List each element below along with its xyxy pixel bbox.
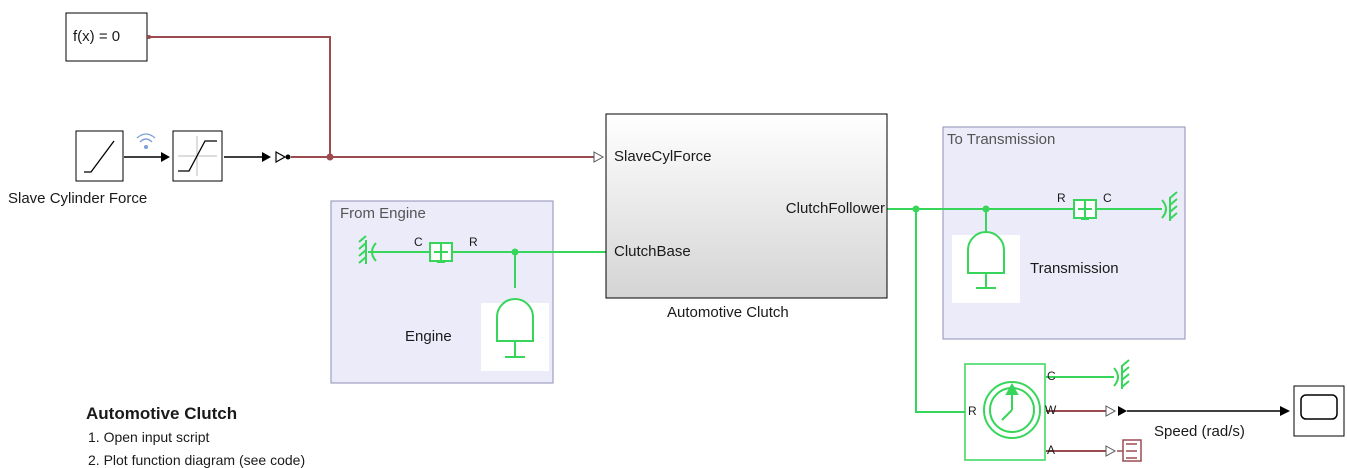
signal-arrow-2 xyxy=(262,152,271,162)
engine-label[interactable]: Engine xyxy=(405,328,452,345)
physical-junction xyxy=(326,153,334,161)
engine-spring-port-r: R xyxy=(469,235,478,249)
gauge-icon xyxy=(983,381,1041,439)
transmission-label[interactable]: Transmission xyxy=(1030,260,1119,277)
sensor-port-a: A xyxy=(1047,443,1056,457)
engine-inertia-icon[interactable] xyxy=(496,298,534,358)
engine-spring-port-c: C xyxy=(414,235,423,249)
engine-ground-icon[interactable] xyxy=(358,235,383,264)
transmission-junction xyxy=(982,205,990,213)
annotation-item-1: 1. Open input script xyxy=(88,429,210,445)
ps-converter-icon[interactable] xyxy=(275,150,287,164)
clutch-port-clutchfollower: ClutchFollower xyxy=(785,200,885,217)
slave-port-arrow xyxy=(593,151,605,163)
transmission-spring-port-c: C xyxy=(1103,191,1112,205)
sensor-port-r: R xyxy=(968,404,977,418)
ramp-icon xyxy=(84,140,115,173)
saturation-icon xyxy=(178,136,217,176)
sensor-ground-icon[interactable] xyxy=(1113,359,1130,389)
scope-screen-icon xyxy=(1300,394,1338,420)
transmission-ground-icon[interactable] xyxy=(1161,191,1178,221)
ps-converter-dot xyxy=(285,154,291,160)
slave-cylinder-label[interactable]: Slave Cylinder Force xyxy=(8,190,148,207)
from-engine-title: From Engine xyxy=(340,205,426,222)
annotation-item-2: 2. Plot function diagram (see code) xyxy=(88,452,306,468)
speed-signal-label[interactable]: Speed (rad/s) xyxy=(1154,423,1245,440)
sensor-w-connection[interactable] xyxy=(1046,405,1290,417)
solver-configuration-block[interactable] xyxy=(65,12,148,62)
follower-junction xyxy=(912,205,920,213)
scope-input-arrow xyxy=(1280,406,1290,416)
engine-junction xyxy=(511,248,519,256)
motion-sensor-block[interactable] xyxy=(964,363,1046,461)
transmission-rotational-spring-icon[interactable] xyxy=(1073,199,1097,220)
to-transmission-title: To Transmission xyxy=(947,131,1056,148)
clutch-port-slavecylforce: SlaveCylForce xyxy=(614,148,712,165)
sensor-a-connection[interactable] xyxy=(1046,445,1117,457)
physical-connection-line[interactable] xyxy=(149,36,594,158)
ps-terminator-icon[interactable] xyxy=(1117,439,1142,462)
solver-port xyxy=(147,35,151,39)
ramp-block[interactable] xyxy=(75,130,124,182)
rotational-connection-engine[interactable] xyxy=(383,251,607,288)
signal-arrow-1 xyxy=(161,152,170,162)
solver-label: f(x) = 0 xyxy=(73,28,121,45)
clutch-name-label[interactable]: Automotive Clutch xyxy=(667,304,789,321)
sensor-port-c: C xyxy=(1047,369,1056,383)
sensor-port-w: W xyxy=(1045,403,1057,417)
automotive-clutch-block[interactable] xyxy=(605,113,888,299)
wireless-icon xyxy=(136,133,156,149)
clutch-port-clutchbase: ClutchBase xyxy=(614,243,691,260)
transmission-spring-port-r: R xyxy=(1057,191,1066,205)
transmission-inertia-icon[interactable] xyxy=(967,231,1005,289)
annotation-title: Automotive Clutch xyxy=(86,404,238,423)
engine-rotational-spring-icon[interactable] xyxy=(429,242,453,263)
rotational-connection-transmission[interactable] xyxy=(887,208,1162,413)
